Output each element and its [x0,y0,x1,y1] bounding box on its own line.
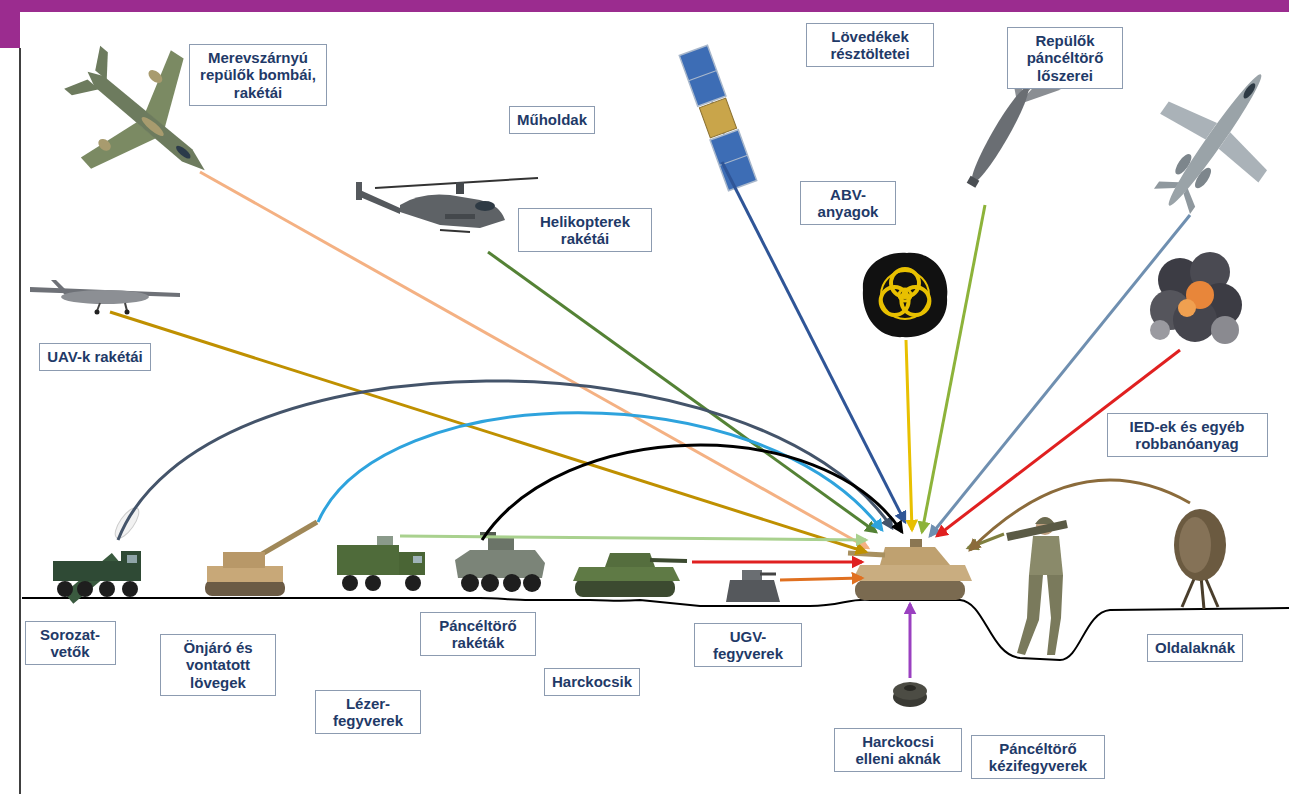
label-text: Páncéltörő kézifegyverek [979,740,1097,775]
label-text: IED-ek és egyéb robbanóanyag [1115,418,1260,453]
weapon-label: ABV-anyagok [800,181,896,226]
threat-arrow [722,162,905,522]
label-text: Páncéltörő rakéták [428,617,528,652]
label-text: Merevszárnyú repülők bombái, rakétái [197,49,319,101]
weapon-label: Merevszárnyú repülők bombái, rakétái [189,44,327,106]
soldier-launcher [1007,517,1067,655]
label-text: Lövedékek résztöltetei [814,28,926,63]
label-text: Műholdak [517,111,587,128]
weapon-label: UGV-fegyverek [694,623,802,668]
weapon-label: Helikopterek rakétái [518,208,652,253]
anti-tank-mine [893,682,927,707]
threat-arrow [118,381,892,540]
header-band [0,0,1289,12]
weapon-label: Oldalaknák [1147,634,1243,661]
threat-arrow [909,604,912,678]
threat-arrow [488,252,876,532]
label-text: Lézer-fegyverek [323,695,413,730]
weapon-label: Harckocsi elleni aknák [834,728,962,773]
label-text: UGV-fegyverek [702,628,794,663]
biohazard-symbol [863,253,947,337]
armoured-car [455,532,545,592]
threat-arrow [482,445,902,540]
header-corner [0,0,20,48]
label-text: Sorozat-vetők [33,626,108,661]
label-text: Harckocsi elleni aknák [842,733,954,768]
explosion [1150,252,1242,344]
attack-helicopter [356,178,538,232]
weapon-label: UAV-k rakétái [39,343,151,370]
label-text: ABV-anyagok [808,186,888,221]
threat-arrow [780,578,862,580]
weapon-label: Lövedékek résztöltetei [806,23,934,68]
laser-truck [337,536,425,591]
satellite [679,45,756,191]
label-text: Önjáró és vontatott lövegek [168,639,268,691]
weapon-label: Páncéltörő kézifegyverek [971,735,1105,780]
weapon-label: IED-ek és egyéb robbanóanyag [1107,413,1268,458]
threat-arrow [200,172,868,548]
weapon-label: Önjáró és vontatott lövegek [160,634,276,696]
label-text: Helikopterek rakétái [526,213,644,248]
threat-arrow [400,536,866,540]
weapon-label: Repülők páncéltörő lőszerei [1007,27,1123,89]
weapon-label: Páncéltörő rakéták [420,612,536,657]
weapon-label: Harckocsik [544,668,640,695]
threat-arrow [110,312,866,552]
attack-aircraft [1120,40,1289,240]
uav-drone [30,280,180,315]
threat-arrow [970,480,1190,550]
weapon-label: Sorozat-vetők [25,621,116,666]
label-text: Oldalaknák [1155,639,1235,656]
threat-arrow [318,413,882,530]
frame-line [19,48,21,794]
ugv-robot [726,570,780,602]
threat-arrow [906,340,912,530]
label-text: Harckocsik [552,673,632,690]
battle-tank [573,553,687,597]
threat-arrows [110,162,1190,678]
label-text: UAV-k rakétái [47,348,143,365]
threat-arrow [692,561,862,564]
threat-arrow [922,205,985,532]
howitzer [205,522,317,596]
label-text: Repülők páncéltörő lőszerei [1015,32,1115,84]
side-mine [1174,509,1226,609]
weapon-label: Műholdak [509,106,595,133]
weapon-label: Lézer-fegyverek [315,690,421,735]
